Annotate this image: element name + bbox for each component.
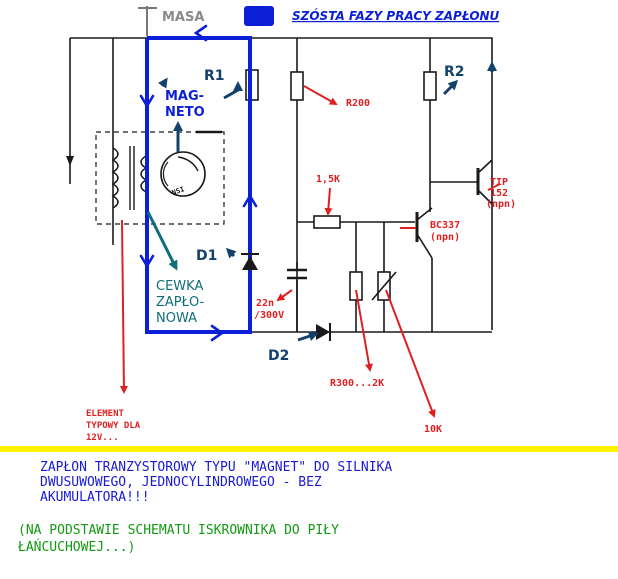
arrow-top <box>193 24 208 42</box>
flywheel-inner-arc <box>162 161 169 187</box>
label-element-2: TYPOWY DLA <box>86 421 141 431</box>
label-10k: 10K <box>424 424 442 435</box>
pointer-magneto-label <box>157 77 168 89</box>
footer-note-2: ŁAŃCUCHOWEJ...) <box>17 539 135 555</box>
label-element-1: ELEMENT <box>86 409 125 419</box>
label-bc337-2: (npn) <box>430 232 460 243</box>
label-d2: D2 <box>268 348 289 364</box>
resistor-10k-variable-mark <box>371 271 397 301</box>
current-direction-arrows <box>139 24 258 342</box>
arrow-bottom <box>210 324 225 342</box>
resistor-r300 <box>349 271 363 301</box>
component-labels: R1 R2 MAG- NETO R200 1,5K TIP 152 (npn) … <box>86 64 516 443</box>
pointer-d1 <box>225 247 237 259</box>
arrow-left-upper <box>139 94 155 109</box>
label-magneto-1: MAG- <box>165 89 204 104</box>
current-loop <box>145 36 252 334</box>
label-element-3: 12V... <box>86 433 119 443</box>
footer-line-2: DWUSUWOWEGO, JEDNOCYLINDROWEGO - BEZ <box>40 475 322 490</box>
tip152-emitter <box>477 189 493 205</box>
red-pointers <box>119 85 501 418</box>
coil-secondary-winding <box>140 155 148 193</box>
pointer-r2 <box>442 79 459 96</box>
label-cewka-2: ZAPŁO- <box>156 295 205 310</box>
label-magneto-2: NETO <box>165 105 205 120</box>
pointer-r1 <box>223 81 243 100</box>
label-cap-2: /300V <box>254 310 284 321</box>
magnet-ns-mark: NSI <box>171 185 186 197</box>
resistor-r200 <box>290 71 304 101</box>
page-title: SZÓSTA FAZY PRACY ZAPŁONU <box>292 8 500 23</box>
header: MASA SZÓSTA FAZY PRACY ZAPŁONU <box>138 6 500 36</box>
label-r2: R2 <box>444 64 465 80</box>
flywheel-circle <box>160 151 206 197</box>
footer-line-3: AKUMULATORA!!! <box>40 490 150 505</box>
navy-pointers <box>157 61 497 342</box>
label-cewka-3: NOWA <box>156 311 197 326</box>
label-r200: R200 <box>346 98 370 109</box>
pointer-r200 <box>303 85 338 105</box>
masa-label: MASA <box>162 10 204 25</box>
diode-d1 <box>241 253 259 270</box>
magneto-dashed-box <box>95 131 225 225</box>
capacitor-22n <box>287 268 307 280</box>
arrow-left-lower <box>139 254 155 269</box>
label-1-5k: 1,5K <box>316 174 340 185</box>
resistors <box>245 69 437 301</box>
pointer-coil <box>146 211 178 271</box>
magneto-assembly: NSI <box>95 130 225 225</box>
pointer-d2 <box>297 331 319 342</box>
path-legend-swatch <box>244 6 274 26</box>
label-r300: R300...2K <box>330 378 384 389</box>
flywheel-rotation-arrow <box>177 156 199 172</box>
pointer-1-5k <box>324 187 333 216</box>
label-d1: D1 <box>196 248 217 264</box>
footer-line-1: ZAPŁON TRANZYSTOROWY TYPU "MAGNET" DO SI… <box>40 460 392 475</box>
footer-divider <box>0 446 618 452</box>
label-r1: R1 <box>204 68 225 84</box>
footer: ZAPŁON TRANZYSTOROWY TYPU "MAGNET" DO SI… <box>17 460 392 555</box>
resistor-1-5k <box>313 215 341 229</box>
arrow-right <box>242 193 258 208</box>
switch-arrow <box>66 156 74 184</box>
bc337-collector <box>416 207 433 221</box>
label-cap-1: 22n <box>256 298 274 309</box>
diode-d2 <box>316 323 331 341</box>
pointer-r300 <box>355 289 373 372</box>
pointer-element <box>119 219 128 394</box>
pointer-cap <box>276 289 293 302</box>
bc337-emitter <box>416 233 433 259</box>
label-tip-3: (npn) <box>486 199 516 210</box>
pointer-tip152 <box>487 183 501 191</box>
label-tip-1: TIP <box>490 177 508 188</box>
coil-primary-winding <box>111 147 119 209</box>
tip152-collector <box>477 159 493 174</box>
label-bc337-1: BC337 <box>430 220 460 231</box>
footer-note-1: (NA PODSTAWIE SCHEMATU ISKROWNIKA DO PIŁ… <box>18 523 339 538</box>
resistor-r2 <box>423 71 437 101</box>
label-cewka-1: CEWKA <box>156 279 203 294</box>
label-tip-2: 152 <box>490 188 508 199</box>
pointer-10k <box>385 289 436 418</box>
